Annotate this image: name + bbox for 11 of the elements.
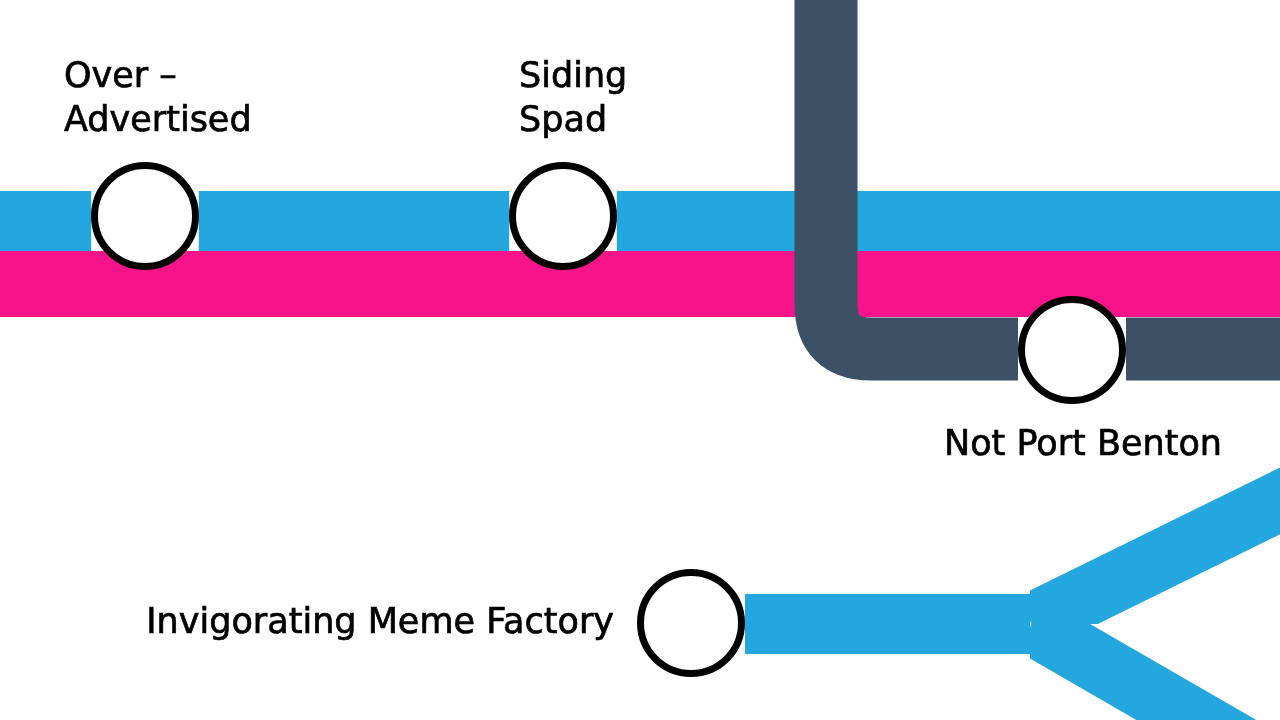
station-name: Not Port Benton — [944, 425, 1222, 460]
route-line — [0, 191, 92, 251]
route-line — [1126, 317, 1280, 381]
route-line — [794, 0, 1018, 381]
route-line — [745, 594, 1030, 654]
route-line — [616, 191, 1280, 251]
station-name: Invigorating Meme Factory — [146, 603, 614, 638]
station-name: Over – Advertised — [64, 54, 252, 142]
station-name: Siding Spad — [519, 54, 628, 142]
route-line — [198, 191, 510, 251]
route-line — [1030, 466, 1280, 624]
